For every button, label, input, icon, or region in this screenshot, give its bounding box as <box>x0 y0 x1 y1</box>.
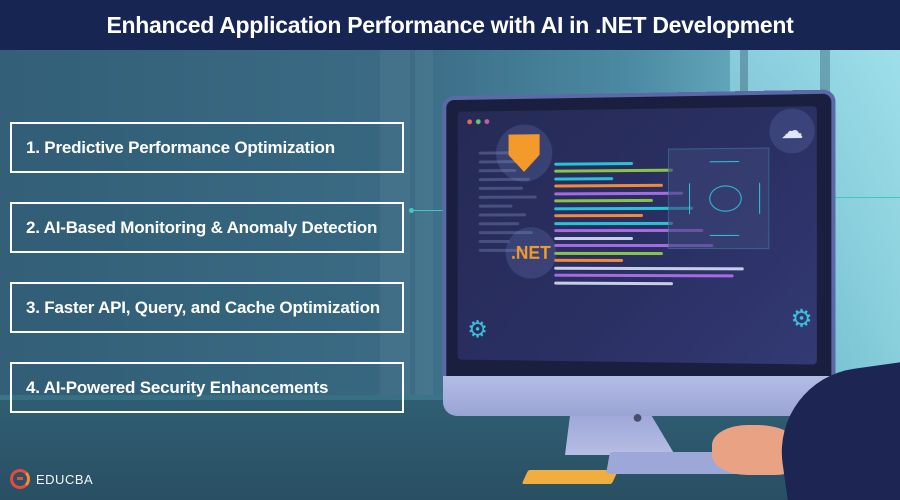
cloud-badge: ☁ <box>769 108 815 154</box>
brain-icon <box>709 185 742 212</box>
feature-label: 4. AI-Powered Security Enhancements <box>26 377 329 397</box>
ai-brain-panel <box>667 147 770 250</box>
wall-panel <box>415 50 433 500</box>
dotnet-badge: .NET <box>505 227 557 279</box>
monitor-screen: .NET ☁ ⚙ ⚙ <box>457 106 817 365</box>
feature-label: 1. Predictive Performance Optimization <box>26 137 335 157</box>
brand-name: EDUCBA <box>36 471 94 487</box>
cloud-upload-icon: ☁ <box>780 117 804 144</box>
educba-logo-icon <box>10 469 30 489</box>
maximize-dot-icon <box>484 119 490 125</box>
feature-box-4: 4. AI-Powered Security Enhancements <box>10 362 404 413</box>
brand-logo: EDUCBA <box>10 469 93 489</box>
page-title: Enhanced Application Performance with AI… <box>106 11 794 38</box>
feature-label: 3. Faster API, Query, and Cache Optimiza… <box>26 297 380 317</box>
minimize-dot-icon <box>475 119 481 125</box>
monitor-chin: ● <box>443 376 832 427</box>
apple-logo-icon: ● <box>632 407 643 427</box>
feature-box-2: 2. AI-Based Monitoring & Anomaly Detecti… <box>10 202 404 253</box>
connector-dot <box>409 208 414 213</box>
feature-box-3: 3. Faster API, Query, and Cache Optimiza… <box>10 282 404 333</box>
monitor-illustration: .NET ☁ ⚙ ⚙ ● <box>437 89 836 427</box>
shield-icon <box>509 134 540 172</box>
window-controls <box>467 119 490 125</box>
dotnet-label: .NET <box>510 242 551 263</box>
monitor-bezel: .NET ☁ ⚙ ⚙ <box>442 89 836 394</box>
close-dot-icon <box>467 119 473 125</box>
feature-label: 2. AI-Based Monitoring & Anomaly Detecti… <box>26 217 378 237</box>
sticky-note <box>521 470 619 484</box>
page-header: Enhanced Application Performance with AI… <box>0 0 900 50</box>
robot-arm-icon: ⚙ <box>467 316 488 344</box>
feature-box-1: 1. Predictive Performance Optimization <box>10 122 404 173</box>
robot-arm-icon: ⚙ <box>790 305 813 333</box>
security-badge <box>496 124 553 182</box>
